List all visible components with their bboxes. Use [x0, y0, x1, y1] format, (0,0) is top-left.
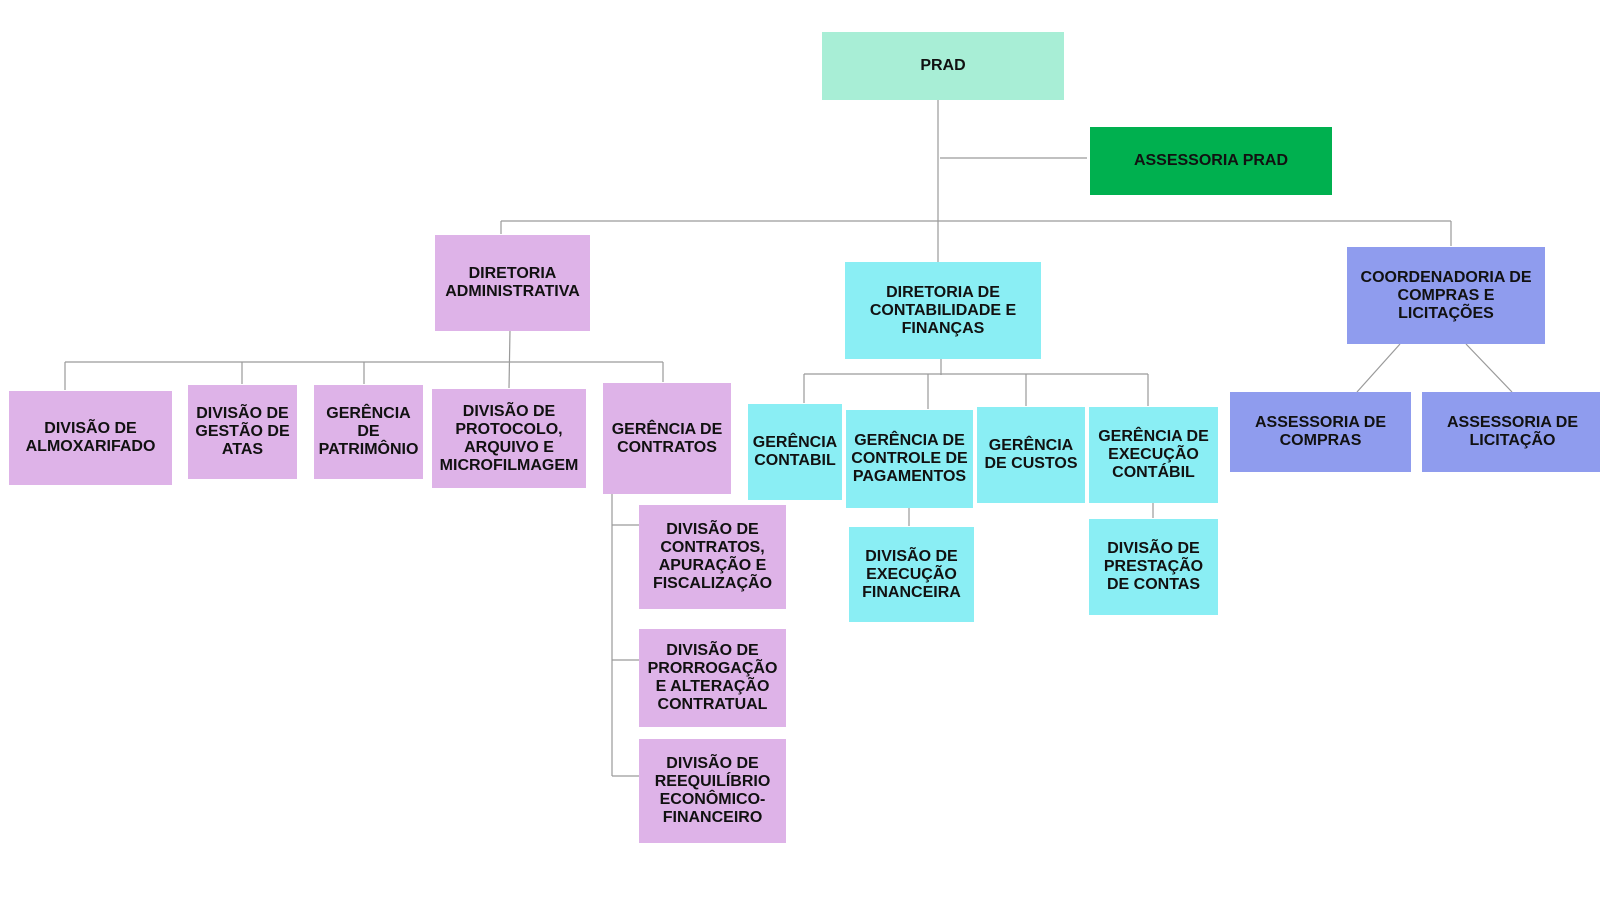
- node-label: DIVISÃO DE EXECUÇÃO FINANCEIRA: [862, 547, 961, 601]
- node-divisao-prestacao-contas: DIVISÃO DE PRESTAÇÃO DE CONTAS: [1089, 519, 1218, 615]
- node-label: DIVISÃO DE PRORROGAÇÃO E ALTERAÇÃO CONTR…: [647, 642, 778, 713]
- node-label: DIVISÃO DE PROTOCOLO, ARQUIVO E MICROFIL…: [439, 402, 579, 474]
- node-label: DIRETORIA ADMINISTRATIVA: [445, 265, 580, 300]
- node-gerencia-execucao-contabil: GERÊNCIA DE EXECUÇÃO CONTÁBIL: [1089, 407, 1218, 503]
- node-diretoria-contabilidade: DIRETORIA DE CONTABILIDADE E FINANÇAS: [845, 262, 1041, 359]
- node-label: PRAD: [920, 57, 966, 74]
- node-coordenadoria-compras: COORDENADORIA DE COMPRAS E LICITAÇÕES: [1347, 247, 1545, 344]
- node-label: GERÊNCIA CONTABIL: [752, 434, 838, 469]
- node-gerencia-custos: GERÊNCIA DE CUSTOS: [977, 407, 1085, 503]
- node-label: ASSESSORIA DE COMPRAS: [1255, 414, 1386, 449]
- node-label: DIVISÃO DE REEQUILÍBRIO ECONÔMICO- FINAN…: [654, 755, 771, 826]
- node-label: GERÊNCIA DE CUSTOS: [984, 437, 1078, 472]
- node-label: DIVISÃO DE CONTRATOS, APURAÇÃO E FISCALI…: [652, 521, 773, 592]
- connector: [1465, 343, 1513, 393]
- node-prad: PRAD: [822, 32, 1064, 100]
- node-label: GERÊNCIA DE EXECUÇÃO CONTÁBIL: [1098, 428, 1209, 481]
- node-gerencia-controle-pagamentos: GERÊNCIA DE CONTROLE DE PAGAMENTOS: [846, 410, 973, 508]
- node-label: GERÊNCIA DE CONTROLE DE PAGAMENTOS: [851, 432, 968, 485]
- node-label: GERÊNCIA DE CONTRATOS: [611, 420, 723, 456]
- node-label: DIVISÃO DE GESTÃO DE ATAS: [195, 405, 290, 458]
- node-divisao-protocolo: DIVISÃO DE PROTOCOLO, ARQUIVO E MICROFIL…: [432, 389, 586, 488]
- node-divisao-prorrogacao: DIVISÃO DE PRORROGAÇÃO E ALTERAÇÃO CONTR…: [639, 629, 786, 727]
- node-label: GERÊNCIA DE PATRIMÔNIO: [318, 405, 419, 458]
- node-divisao-reequilibrio: DIVISÃO DE REEQUILÍBRIO ECONÔMICO- FINAN…: [639, 739, 786, 843]
- node-diretoria-administrativa: DIRETORIA ADMINISTRATIVA: [435, 235, 590, 331]
- node-gerencia-patrimonio: GERÊNCIA DE PATRIMÔNIO: [314, 385, 423, 479]
- node-label: DIVISÃO DE PRESTAÇÃO DE CONTAS: [1103, 540, 1204, 593]
- node-divisao-execucao-financeira: DIVISÃO DE EXECUÇÃO FINANCEIRA: [849, 527, 974, 622]
- node-label: DIVISÃO DE ALMOXARIFADO: [25, 420, 156, 455]
- node-divisao-gestao-atas: DIVISÃO DE GESTÃO DE ATAS: [188, 385, 297, 479]
- node-assessoria-prad: ASSESSORIA PRAD: [1090, 127, 1332, 195]
- node-label: DIRETORIA DE CONTABILIDADE E FINANÇAS: [869, 283, 1017, 337]
- node-assessoria-compras: ASSESSORIA DE COMPRAS: [1230, 392, 1411, 472]
- node-assessoria-licitacao: ASSESSORIA DE LICITAÇÃO: [1422, 392, 1600, 472]
- node-gerencia-contratos: GERÊNCIA DE CONTRATOS: [603, 383, 731, 494]
- connector: [508, 329, 511, 389]
- connector: [1356, 343, 1401, 393]
- node-gerencia-contabil: GERÊNCIA CONTABIL: [748, 404, 842, 500]
- node-label: ASSESSORIA PRAD: [1133, 152, 1289, 169]
- node-divisao-contratos-apuracao: DIVISÃO DE CONTRATOS, APURAÇÃO E FISCALI…: [639, 505, 786, 609]
- node-divisao-almoxarifado: DIVISÃO DE ALMOXARIFADO: [9, 391, 172, 485]
- node-label: COORDENADORIA DE COMPRAS E LICITAÇÕES: [1360, 268, 1532, 322]
- node-label: ASSESSORIA DE LICITAÇÃO: [1447, 414, 1578, 449]
